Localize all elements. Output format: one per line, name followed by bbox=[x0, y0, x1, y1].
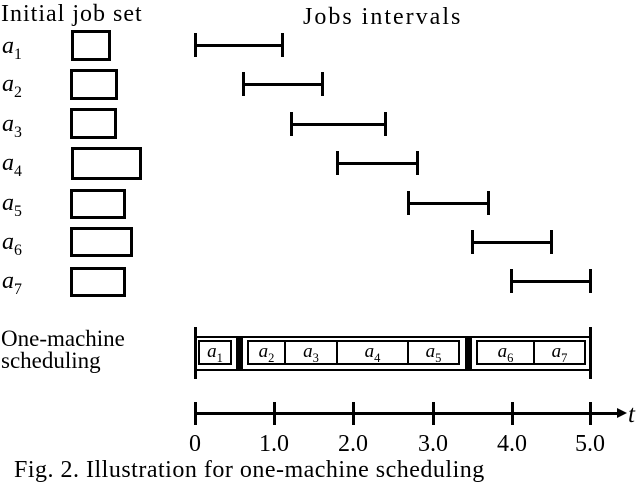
axis-tick-label-0: 0 bbox=[189, 431, 201, 457]
axis-tick-label-1.0: 1.0 bbox=[259, 431, 289, 457]
interval-line bbox=[291, 122, 385, 126]
job-interval-a6 bbox=[470, 230, 553, 254]
schedule-job-a6: a6 bbox=[476, 340, 535, 365]
interval-end-tick bbox=[383, 112, 387, 136]
interval-end-tick bbox=[588, 269, 592, 293]
axis-tick-label-4.0: 4.0 bbox=[497, 431, 527, 457]
schedule-job-a7: a7 bbox=[533, 340, 586, 365]
job-duration-box-a3 bbox=[70, 108, 117, 139]
schedule-job-a1: a1 bbox=[198, 340, 232, 365]
interval-line bbox=[195, 43, 282, 47]
schedule-job-a3: a3 bbox=[284, 340, 338, 365]
job-interval-a4 bbox=[335, 151, 419, 175]
interval-line bbox=[243, 82, 322, 86]
axis-tick-2.0 bbox=[351, 402, 355, 425]
job-label-a6: a6 bbox=[2, 229, 22, 259]
schedule-frame bbox=[195, 336, 590, 371]
job-interval-a5 bbox=[406, 191, 490, 215]
schedule-job-a5: a5 bbox=[407, 340, 460, 365]
interval-start-tick bbox=[509, 269, 513, 293]
interval-start-tick bbox=[193, 33, 197, 57]
job-duration-box-a6 bbox=[70, 227, 133, 257]
job-interval-a7 bbox=[509, 269, 592, 293]
schedule-idle-gap bbox=[236, 336, 243, 371]
job-duration-box-a2 bbox=[70, 69, 118, 100]
interval-line bbox=[337, 161, 417, 165]
axis-tick-0 bbox=[193, 402, 197, 425]
axis-tick-label-5.0: 5.0 bbox=[575, 431, 605, 457]
interval-start-tick bbox=[335, 151, 339, 175]
axis-tick-label-3.0: 3.0 bbox=[418, 431, 448, 457]
interval-line bbox=[511, 279, 590, 283]
interval-start-tick bbox=[470, 230, 474, 254]
job-duration-box-a1 bbox=[71, 30, 111, 61]
interval-end-tick bbox=[549, 230, 553, 254]
axis-tick-1.0 bbox=[272, 402, 276, 425]
axis-tick-5.0 bbox=[588, 402, 592, 425]
job-label-a1: a1 bbox=[2, 33, 22, 63]
interval-end-tick bbox=[320, 72, 324, 96]
job-duration-box-a4 bbox=[71, 147, 142, 180]
schedule-job-a4: a4 bbox=[336, 340, 409, 365]
interval-end-tick bbox=[486, 191, 490, 215]
interval-end-tick bbox=[415, 151, 419, 175]
axis-tick-3.0 bbox=[431, 402, 435, 425]
interval-end-tick bbox=[280, 33, 284, 57]
job-label-a2: a2 bbox=[2, 71, 22, 101]
initial-job-set-title: Initial job set bbox=[1, 1, 143, 27]
one-machine-scheduling-label: One-machine scheduling bbox=[1, 326, 125, 373]
interval-start-tick bbox=[241, 72, 245, 96]
schedule-job-a2: a2 bbox=[247, 340, 286, 365]
job-duration-box-a5 bbox=[70, 189, 126, 219]
axis-tick-4.0 bbox=[510, 402, 514, 425]
interval-start-tick bbox=[406, 191, 410, 215]
job-label-a3: a3 bbox=[2, 111, 22, 141]
axis-tick-label-2.0: 2.0 bbox=[338, 431, 368, 457]
interval-line bbox=[408, 201, 488, 205]
interval-start-tick bbox=[289, 112, 293, 136]
schedule-start-tick bbox=[193, 327, 197, 379]
time-axis-variable-label: t bbox=[628, 401, 635, 428]
schedule-end-tick bbox=[588, 327, 592, 379]
job-interval-a1 bbox=[193, 33, 284, 57]
job-label-a5: a5 bbox=[2, 190, 22, 220]
job-interval-a3 bbox=[289, 112, 387, 136]
one-machine-label-line2: scheduling bbox=[1, 348, 101, 373]
jobs-intervals-title: Jobs intervals bbox=[303, 4, 463, 30]
interval-line bbox=[472, 240, 551, 244]
job-duration-box-a7 bbox=[70, 267, 126, 297]
figure-caption: Fig. 2. Illustration for one-machine sch… bbox=[14, 457, 485, 483]
schedule-idle-gap bbox=[465, 336, 472, 371]
axis-arrowhead-icon bbox=[617, 407, 627, 418]
one-machine-label-line1: One-machine bbox=[1, 326, 125, 351]
job-label-a4: a4 bbox=[2, 150, 22, 180]
job-interval-a2 bbox=[241, 72, 324, 96]
job-label-a7: a7 bbox=[2, 268, 22, 298]
time-axis-line bbox=[195, 412, 618, 415]
